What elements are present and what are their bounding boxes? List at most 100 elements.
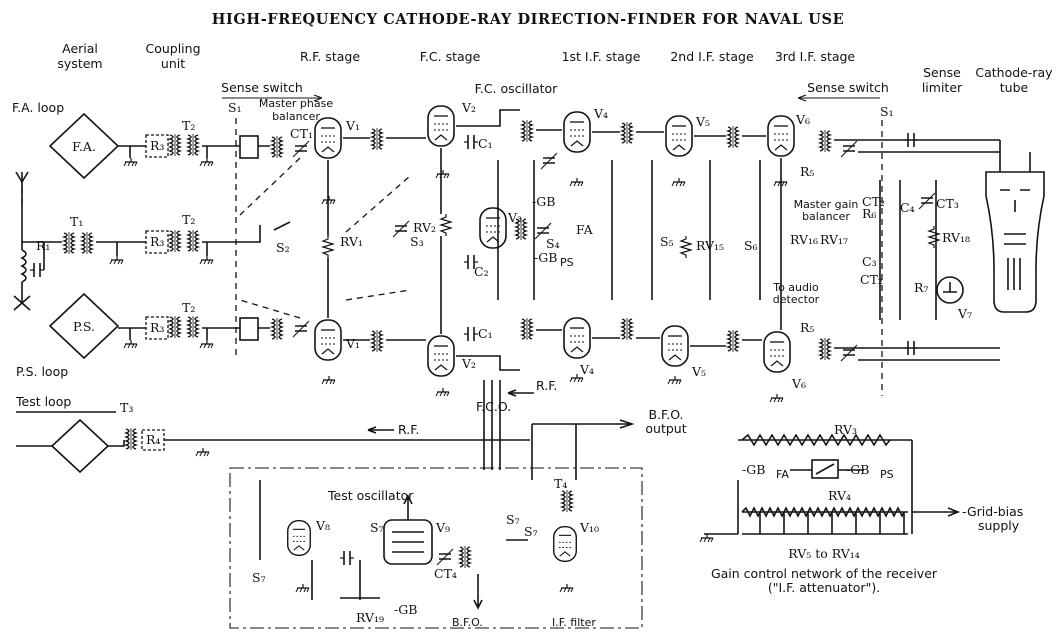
to-audio-label: To audio bbox=[772, 281, 819, 294]
gain-network-caption: Gain control network of the receiver bbox=[711, 566, 938, 581]
c2-label: C₂ bbox=[474, 264, 489, 279]
s7-label-c: S₇ bbox=[506, 512, 520, 527]
s2-label: S₂ bbox=[276, 240, 290, 255]
sense-limiter-label: Sense bbox=[923, 65, 961, 80]
gain-control-network bbox=[699, 433, 961, 543]
first-if-stage-label: 1st I.F. stage bbox=[562, 49, 641, 64]
gang-link bbox=[239, 299, 301, 319]
valve-v6-ps bbox=[763, 331, 791, 373]
valve-v4-fa bbox=[563, 111, 591, 153]
master-phase-label: Master phase bbox=[259, 97, 333, 110]
test-bias-wires bbox=[311, 560, 361, 600]
r5-label-b: R₅ bbox=[800, 320, 814, 335]
rf-stage-label: R.F. stage bbox=[300, 49, 360, 64]
valve-v5-ps bbox=[661, 325, 689, 367]
rv18-label: RV₁₈ bbox=[942, 230, 970, 245]
test-feed-wires bbox=[531, 424, 577, 480]
t2-label-b: T₂ bbox=[182, 212, 195, 227]
if2-output bbox=[690, 135, 726, 347]
ps-loop-label: P.S. loop bbox=[16, 364, 68, 379]
valve-v1-ps bbox=[314, 319, 342, 361]
valve-v3-oscillator bbox=[479, 207, 507, 249]
ct3-label: CT₃ bbox=[936, 196, 959, 211]
sense-switch-right-label: Sense switch bbox=[807, 80, 889, 95]
ps-box-label: P.S. bbox=[73, 319, 95, 334]
s7-label-b: S₇ bbox=[370, 520, 384, 535]
rf-plate-wire bbox=[343, 137, 370, 341]
rv19-label: RV₁₉ bbox=[356, 610, 384, 625]
s4-label: S₄ bbox=[546, 236, 560, 251]
limiter-wires bbox=[879, 180, 937, 320]
third-if-stage-label: 3rd I.F. stage bbox=[775, 49, 856, 64]
rf-label-right: R.F. bbox=[536, 378, 557, 393]
c3-label: C₃ bbox=[862, 254, 877, 269]
sense-wire bbox=[240, 225, 261, 243]
v1-label-a: V₁ bbox=[345, 118, 360, 133]
v3-label: V₃ bbox=[507, 210, 522, 225]
if-transformer-3a bbox=[727, 125, 739, 149]
bfo-output-label: B.F.O. bbox=[648, 407, 683, 422]
ct2-label-b: CT₂ bbox=[860, 272, 883, 287]
s1-label-left: S₁ bbox=[228, 100, 242, 115]
s6-label: S₆ bbox=[744, 238, 758, 253]
sense-switch-fa bbox=[239, 135, 259, 159]
valve-v5-fa bbox=[665, 115, 693, 157]
sense-switch-ps bbox=[239, 317, 259, 341]
gain-network-caption-2: ("I.F. attenuator"). bbox=[768, 580, 880, 595]
varcap-icon bbox=[392, 220, 410, 238]
valve-v6-fa bbox=[767, 115, 795, 157]
arrow-icon bbox=[797, 94, 807, 102]
arrow-icon bbox=[367, 426, 394, 434]
v1-label-b: V₁ bbox=[345, 336, 360, 351]
arrow-icon bbox=[507, 389, 534, 397]
c4-label: C₄ bbox=[900, 200, 915, 215]
ground-icon bbox=[195, 447, 210, 457]
v9-label: V₉ bbox=[435, 520, 450, 535]
ct1-varcap-icon bbox=[292, 140, 310, 158]
fco-wires bbox=[483, 380, 501, 470]
r5-label-a: R₅ bbox=[800, 164, 814, 179]
r6-label: R₆ bbox=[862, 206, 876, 221]
bus-lines bbox=[497, 160, 761, 300]
capacitor-icon bbox=[29, 262, 45, 278]
v6-label-a: V₆ bbox=[795, 112, 810, 127]
fc-out-wire bbox=[456, 355, 520, 371]
c1-capacitor-b bbox=[463, 326, 479, 342]
valve-v10 bbox=[553, 525, 577, 563]
rf-to-fc-wire bbox=[386, 137, 426, 341]
r3-label-a: R₃ bbox=[150, 138, 164, 153]
test-loop-label: Test loop bbox=[15, 394, 71, 409]
fa-loop-label: F.A. loop bbox=[12, 100, 64, 115]
v8-label: V₈ bbox=[315, 518, 330, 533]
fco-label: F.C.O. bbox=[476, 399, 511, 414]
test-loop-aerial bbox=[50, 418, 110, 474]
second-if-stage-label: 2nd I.F. stage bbox=[670, 49, 754, 64]
t2-label-a: T₂ bbox=[182, 118, 195, 133]
limiter-coil bbox=[819, 129, 831, 153]
varcap-icon bbox=[840, 140, 858, 158]
v7-label: V₇ bbox=[957, 306, 972, 321]
deflection-wires bbox=[834, 139, 1000, 349]
t3-label: T₃ bbox=[120, 400, 133, 415]
rv2-label: RV₂ bbox=[413, 220, 436, 235]
valve-v4-ps bbox=[563, 317, 591, 359]
v2-label-b: V₂ bbox=[461, 356, 476, 371]
rf-input-coil-ps bbox=[271, 317, 283, 341]
t4-coil bbox=[561, 489, 573, 513]
diode-electrodes bbox=[943, 282, 957, 293]
master-gain-label-2: balancer bbox=[802, 210, 850, 223]
t1-label: T₁ bbox=[70, 214, 83, 229]
gb-ps-net-sub: PS bbox=[880, 468, 894, 481]
ct1-label: CT₁ bbox=[290, 126, 313, 141]
valve-v1-fa bbox=[314, 117, 342, 159]
if-transformer-2b bbox=[621, 317, 633, 341]
rv-range-label: RV₅ to RV₁₄ bbox=[788, 546, 860, 561]
ct2-label-a: CT₂ bbox=[862, 194, 885, 209]
rf-plate-coil bbox=[371, 329, 383, 353]
bfo-label: B.F.O. bbox=[452, 616, 483, 629]
gb-ps-label: -GB bbox=[534, 250, 557, 265]
c1-capacitor-a bbox=[463, 134, 479, 150]
c1-label-b: C₁ bbox=[478, 326, 493, 341]
master-phase-label-2: balancer bbox=[272, 110, 320, 123]
